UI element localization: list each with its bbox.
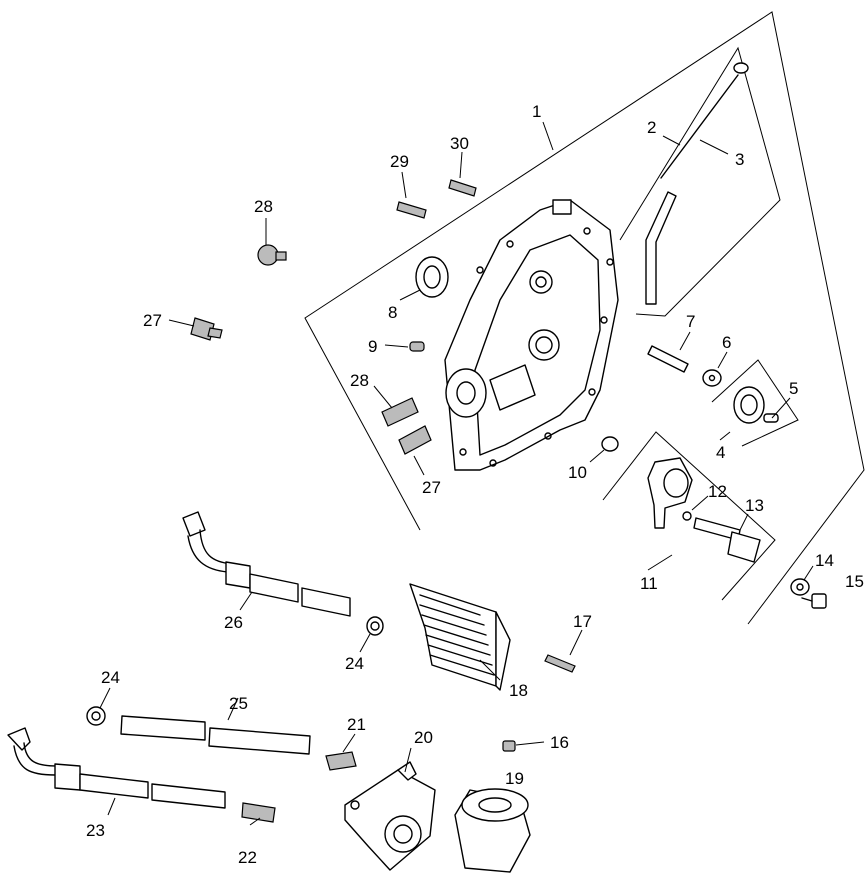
callout-15: 15 [845,572,864,591]
gear-part [733,386,765,424]
bolt-30-part [448,179,477,197]
callout-20: 20 [414,728,433,747]
hose-clamp-24b-part [366,616,384,636]
callout-10: 10 [568,463,587,482]
callout-28a: 28 [254,197,273,216]
hose-25-part [120,715,311,755]
callout-11: 11 [640,574,658,593]
oil-cooler-part [409,583,511,691]
plug-9-part [409,341,425,352]
callout-18: 18 [509,681,528,700]
elbow-fitting-27a-part [190,317,223,341]
callout-14: 14 [815,551,834,570]
o-ring-10-part [601,436,619,452]
filter-adapter-part [344,761,436,871]
o-ring-12-part [682,511,692,521]
hose-26-part [182,511,351,617]
pump-shaft-part [693,517,761,563]
callout-28b: 28 [350,371,369,390]
callout-19: 19 [505,769,524,788]
washer-14-part [790,578,810,596]
washer-6-part [702,369,722,387]
callout-25: 25 [229,694,248,713]
sensor-28a-part [257,244,287,266]
callout-12: 12 [708,482,727,501]
callout-8: 8 [388,303,397,322]
leader-lines [99,121,814,826]
hose-23-part [7,727,226,809]
callout-3: 3 [735,150,744,169]
callout-23: 23 [86,821,105,840]
callout-26: 26 [224,613,243,632]
callout-5: 5 [789,379,798,398]
callout-16: 16 [550,733,569,752]
callout-9: 9 [368,337,377,356]
bolt-15-part [801,593,827,609]
screw-17-part [544,654,576,673]
dipstick-tube-part [645,191,677,305]
callout-6: 6 [722,333,731,352]
callout-7: 7 [686,312,695,331]
callout-21: 21 [347,715,366,734]
callout-13: 13 [745,496,764,515]
callout-22: 22 [238,848,257,867]
fitting-28b-part [381,397,419,427]
bolt-29-part [396,201,427,219]
callout-24a: 24 [101,668,120,687]
hose-clamp-24a-part [86,706,106,726]
callout-17: 17 [573,612,592,631]
dipstick-part [660,62,749,179]
shaft-part [647,345,689,373]
callout-4: 4 [716,443,725,462]
side-cover-part [444,199,619,471]
gear-pin-part [763,413,779,423]
fitting-16-part [502,740,516,752]
oil-seal-part [415,256,449,298]
callout-24b: 24 [345,654,364,673]
group-frame-gear [711,359,799,447]
callout-1: 1 [532,102,541,121]
oil-filter-part [454,788,531,873]
callout-2: 2 [647,118,656,137]
oil-pump-part [647,457,693,529]
callout-29: 29 [390,152,409,171]
group-frame-dipstick [619,46,781,317]
fitting-27b-part [398,425,432,455]
callout-30: 30 [450,134,469,153]
fitting-21-part [325,751,357,771]
callout-27a: 27 [143,311,162,330]
callout-27b: 27 [422,478,441,497]
fitting-22-part [241,802,276,823]
group-frame-cover [304,11,865,625]
group-frame-pump [602,431,776,601]
